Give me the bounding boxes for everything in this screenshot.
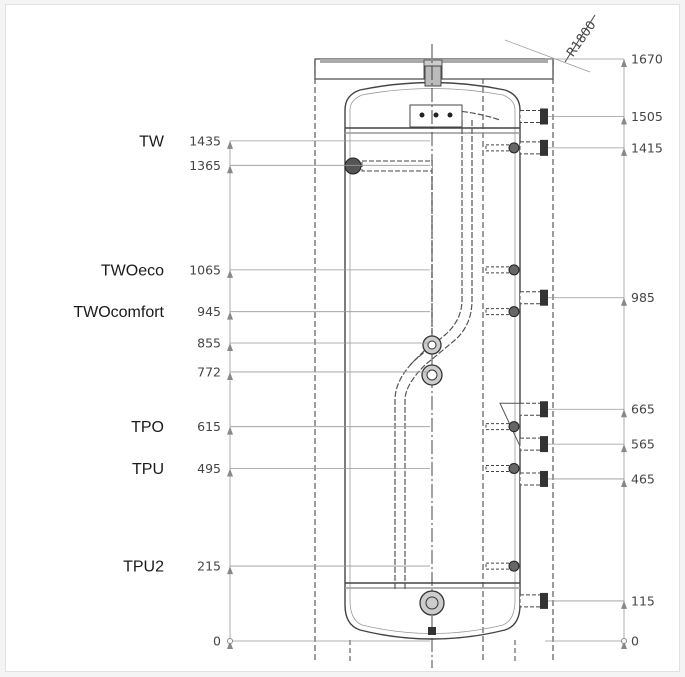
connection-label: TWOeco xyxy=(101,262,164,279)
right-dim-arrow xyxy=(621,409,627,418)
sensor-well-cap xyxy=(508,421,520,433)
left-dim-value: 0 xyxy=(213,634,221,649)
drawing-frame xyxy=(5,4,680,672)
sensor-well-cap xyxy=(508,142,520,154)
connection-label: TPU2 xyxy=(123,559,164,576)
right-dim-value: 1415 xyxy=(631,140,663,155)
nozzle-pipe xyxy=(519,110,543,124)
tank-feet xyxy=(349,640,516,662)
left-dim-arrow xyxy=(227,343,233,352)
connection-label: TWOcomfort xyxy=(73,304,164,321)
left-dim-arrow xyxy=(227,140,233,149)
right-dim-value: 465 xyxy=(631,471,655,486)
right-dim-value: 665 xyxy=(631,402,655,417)
left-dim-value: 495 xyxy=(197,461,221,476)
nozzle-pipe xyxy=(519,472,543,486)
left-dim-arrow xyxy=(227,311,233,320)
left-dimension-group: 1435 TW 1365 1065 TWOeco 945 TWOcomfort 855 772 6… xyxy=(73,133,430,649)
left-dim-arrow xyxy=(227,566,233,575)
left-dim-arrow xyxy=(227,468,233,477)
connection-label: TPU xyxy=(132,461,164,478)
cold-water-inlet xyxy=(344,157,433,175)
right-dim-value: 1505 xyxy=(631,109,663,124)
left-dim-value: 1365 xyxy=(189,158,221,173)
sensor-well-cap xyxy=(508,306,520,318)
sensor-well-cap xyxy=(508,264,520,276)
right-dim-arrow xyxy=(621,600,627,609)
nozzle-cap xyxy=(540,401,548,418)
left-dim-value: 1065 xyxy=(189,262,221,277)
left-dim-arrow xyxy=(227,371,233,380)
left-dim-value: 615 xyxy=(197,419,221,434)
left-origin-mark xyxy=(227,638,233,644)
sensor-well-cap xyxy=(508,462,520,474)
nozzle-pipe xyxy=(519,402,543,416)
sensor-well xyxy=(485,562,513,570)
top-header-block xyxy=(409,65,463,128)
heat-exchanger-coil xyxy=(394,109,501,590)
left-dim-value: 215 xyxy=(197,559,221,574)
sensor-well xyxy=(485,423,513,431)
radius-note-text: R1800 xyxy=(563,18,599,60)
left-dim-value: 1435 xyxy=(189,133,221,148)
right-dim-value: 115 xyxy=(631,593,655,608)
bottom-drain-fitting xyxy=(419,590,445,635)
sensor-wells xyxy=(485,142,520,572)
tank-outer-jacket xyxy=(314,60,554,662)
sensor-well xyxy=(485,464,513,472)
sensor-well xyxy=(485,266,513,274)
right-dim-value: 985 xyxy=(631,290,655,305)
left-dim-arrow xyxy=(227,426,233,435)
left-dim-arrow xyxy=(227,165,233,174)
left-dim-value: 945 xyxy=(197,304,221,319)
nozzle-cap xyxy=(540,592,548,609)
right-origin-mark xyxy=(621,638,627,644)
nozzle-pipe xyxy=(519,291,543,305)
right-dim-arrow xyxy=(621,116,627,125)
left-dim-arrow xyxy=(227,269,233,278)
nozzle-cap xyxy=(540,436,548,453)
right-dim-value: 0 xyxy=(631,634,639,649)
right-dim-arrow xyxy=(621,59,627,67)
sensor-well xyxy=(485,144,513,152)
right-dim-arrow xyxy=(621,478,627,487)
left-dim-arrow xyxy=(227,641,233,649)
connection-label: TPO xyxy=(131,419,164,436)
right-dim-arrow xyxy=(621,444,627,453)
nozzle-pipe xyxy=(519,141,543,155)
right-nozzles xyxy=(499,108,548,609)
nozzle-cap xyxy=(540,139,548,156)
nozzle-pipe xyxy=(519,594,543,608)
right-dim-arrow xyxy=(621,297,627,306)
right-dim-arrow xyxy=(621,641,627,649)
left-dim-value: 855 xyxy=(197,336,221,351)
right-dim-arrow xyxy=(621,147,627,156)
connection-label: TW xyxy=(139,133,165,150)
sensor-well-cap xyxy=(508,560,520,572)
left-dim-value: 772 xyxy=(197,364,221,379)
sensor-well xyxy=(485,308,513,316)
right-dim-value: 565 xyxy=(631,437,655,452)
right-dimension-group: 1670 1505 1415 985 665 565 465 115 0 xyxy=(545,52,663,649)
nozzle-cap xyxy=(540,108,548,125)
coil-ports xyxy=(421,335,443,386)
nozzle-cap xyxy=(540,470,548,487)
nozzle-cap xyxy=(540,289,548,306)
right-dim-value: 1670 xyxy=(631,52,663,67)
nozzle-pipe xyxy=(519,437,543,451)
